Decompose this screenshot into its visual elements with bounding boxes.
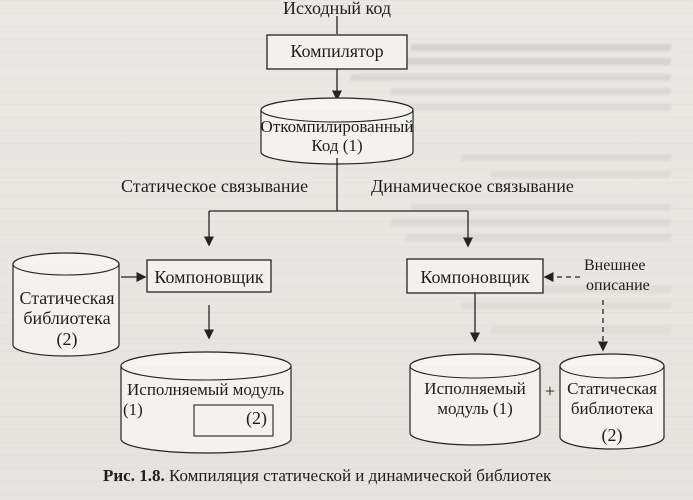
left-static-library-label-line-3: (2) bbox=[56, 329, 78, 349]
left-executable-marker-1: (1) bbox=[123, 400, 143, 419]
figure-number: Рис. 1.8. bbox=[103, 466, 165, 485]
figure-caption-text: Компиляция статической и динамической би… bbox=[168, 466, 552, 485]
right-linker-label: Компоновщик bbox=[420, 267, 530, 287]
left-executable-marker-2: (2) bbox=[246, 408, 267, 428]
left-linker-label: Компоновщик bbox=[154, 267, 264, 287]
dynamic-linking-label: Динамическое связывание bbox=[371, 176, 574, 196]
left-executable-embedded-box bbox=[193, 404, 274, 437]
left-static-library-cylinder-body bbox=[12, 264, 120, 357]
right-executable-label-line-2: модуль (1) bbox=[437, 399, 513, 418]
compiler-box bbox=[266, 34, 408, 70]
left-static-library-label-line-2: библиотека bbox=[23, 308, 111, 328]
left-executable-cylinder-body bbox=[120, 366, 292, 454]
external-description-label-line-2: описание bbox=[586, 277, 650, 294]
right-static-library-label-line-3: (2) bbox=[601, 425, 623, 445]
left-executable-cylinder-rim bbox=[120, 365, 292, 381]
left-static-library-label-line-1: Статическая bbox=[19, 288, 115, 308]
compiled-code-cylinder-rim bbox=[260, 109, 414, 123]
compiler-label: Компилятор bbox=[290, 41, 384, 61]
left-executable-label-line-1: Исполняемый модуль bbox=[127, 380, 285, 399]
right-static-library-cylinder-rim bbox=[559, 365, 665, 379]
right-executable-cylinder-body bbox=[409, 366, 541, 446]
external-description-label-line-1: Внешнее bbox=[584, 257, 646, 274]
static-linking-label: Статическое связывание bbox=[121, 176, 309, 196]
left-linker-box bbox=[146, 259, 272, 293]
right-executable-cylinder-rim bbox=[409, 365, 541, 379]
right-linker-box bbox=[406, 258, 544, 294]
source-code-label: Исходный код bbox=[282, 0, 392, 18]
compiled-code-label-line-1: Откомпилированный bbox=[260, 117, 414, 136]
plus-sign: + bbox=[544, 381, 556, 401]
compiled-code-label-line-2: Код (1) bbox=[311, 136, 363, 155]
right-static-library-cylinder-body bbox=[559, 366, 665, 450]
right-static-library-label-line-2: библиотека bbox=[570, 399, 654, 418]
right-static-library-label-line-1: Статическая bbox=[567, 379, 657, 398]
right-executable-label-line-1: Исполняемый bbox=[424, 379, 526, 398]
figure-caption: Рис. 1.8. Компиляция статической и динам… bbox=[103, 467, 551, 484]
left-static-library-cylinder-rim bbox=[12, 263, 120, 276]
